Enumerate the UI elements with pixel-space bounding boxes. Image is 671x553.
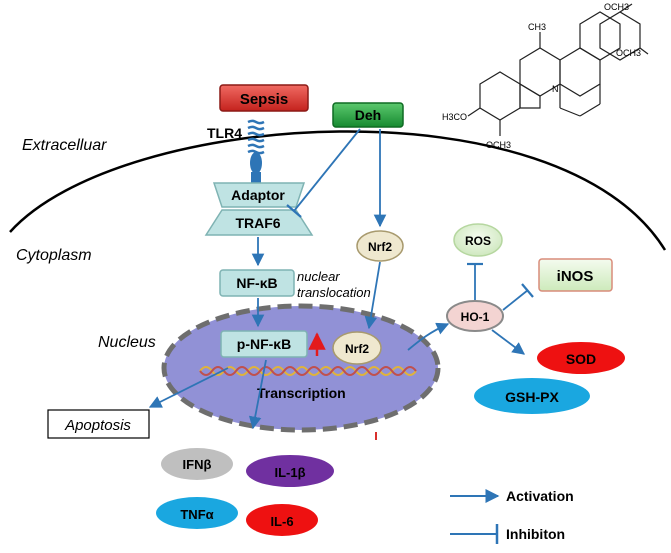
apoptosis-label: Apoptosis <box>64 417 131 434</box>
gshpx-node <box>474 378 590 414</box>
dna-helix <box>199 366 417 376</box>
sod-node <box>537 342 625 374</box>
sepsis-label: Sepsis <box>240 91 288 108</box>
nucleus-to-ho1-arrow <box>407 322 450 351</box>
ho1-inhibits-inos-line <box>502 289 529 311</box>
ifnb-label: IFNβ <box>183 457 212 472</box>
nfkb-box <box>219 269 295 297</box>
il6-node <box>246 504 318 536</box>
ho1-inhibits-inos-bar <box>521 283 534 298</box>
adaptor-label: Adaptor <box>231 187 285 203</box>
il6-label: IL-6 <box>270 514 293 529</box>
ch3-label: CH3 <box>528 22 546 32</box>
ho1-to-sod-arrow <box>491 329 526 355</box>
nuclear-translocation-label-1: nuclear <box>297 269 340 284</box>
nfkb-label: NF-κB <box>236 275 277 291</box>
nrf2-cytoplasm-node <box>356 230 404 262</box>
cell-membrane <box>9 130 667 251</box>
nrf2-translocation-arrow <box>364 261 381 330</box>
transcription-label: Transcription <box>257 385 346 401</box>
ifnb-node <box>161 448 233 480</box>
tlr4-label: TLR4 <box>207 125 242 141</box>
inos-box <box>538 258 613 292</box>
och3-bottom-label: OCH3 <box>486 140 511 150</box>
il1b-label: IL-1β <box>274 465 305 480</box>
gshpx-label: GSH-PX <box>505 389 559 405</box>
dehydrocorydaline-structure <box>467 3 649 136</box>
legend-activation-label: Activation <box>506 488 574 504</box>
n-atom-label: N <box>552 84 559 94</box>
extracellular-label: Extracelluar <box>22 137 107 154</box>
ho1-label: HO-1 <box>461 310 490 324</box>
nrf2-nucleus-label: Nrf2 <box>345 342 369 356</box>
deh-inhibits-traf6-line <box>293 128 361 212</box>
cytoplasm-label: Cytoplasm <box>16 247 92 264</box>
tnfa-label: TNFα <box>180 507 213 522</box>
sepsis-box <box>219 84 309 112</box>
nrf2-cytoplasm-label: Nrf2 <box>368 240 392 254</box>
traf6-label: TRAF6 <box>235 215 280 231</box>
ros-label: ROS <box>465 234 491 248</box>
h3co-label: H3CO <box>442 112 467 122</box>
tlr4-receptor-icon <box>247 119 265 184</box>
legend-inhibition-label: Inhibiton <box>506 526 565 542</box>
adaptor-shape <box>212 182 306 208</box>
inos-label: iNOS <box>557 268 594 285</box>
deh-box <box>332 102 404 128</box>
pnfkb-to-apoptosis-arrow <box>148 367 229 408</box>
nuclear-translocation-label-2: translocation <box>297 285 371 300</box>
deh-inhibits-traf6-bar <box>286 204 302 218</box>
legend: Activation Inhibiton <box>450 488 574 544</box>
sod-label: SOD <box>566 351 596 367</box>
nucleus-label: Nucleus <box>98 334 156 351</box>
nrf2-nucleus-node <box>332 331 382 365</box>
pnfkb-to-cytokines-arrow <box>248 359 267 430</box>
ros-node <box>453 223 503 257</box>
tnfa-node <box>156 497 238 529</box>
och3-top-label: OCH3 <box>604 2 629 12</box>
apoptosis-box <box>47 409 150 439</box>
p-nfkb-box <box>220 330 308 358</box>
och3-right-label: OCH3 <box>616 48 641 58</box>
ho1-node <box>446 300 504 332</box>
deh-label: Deh <box>355 107 381 123</box>
traf6-shape <box>204 209 314 236</box>
p-nfkb-label: p-NF-κB <box>237 336 291 352</box>
il1b-node <box>246 455 334 487</box>
